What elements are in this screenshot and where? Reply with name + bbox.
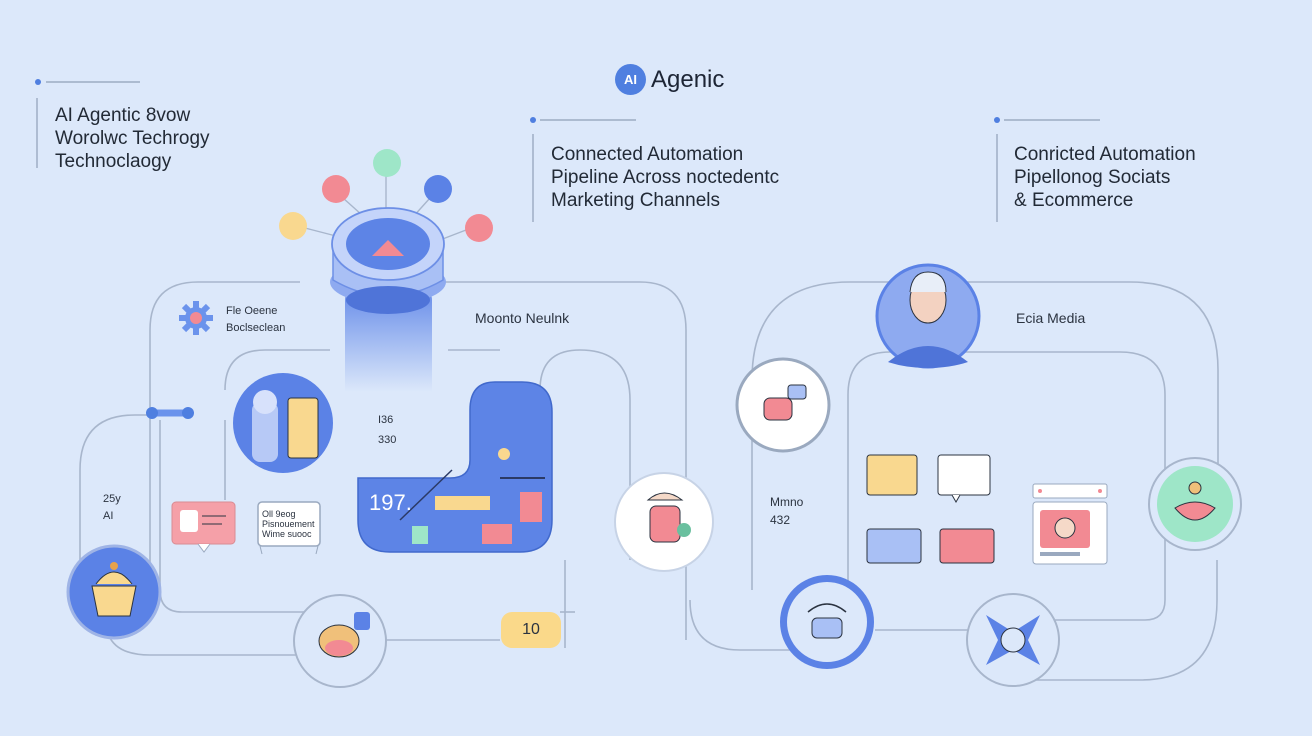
brand-name: Agenic [651, 66, 725, 93]
headline-left: AI Agentic 8vow Worolwc Techrogy Technoc… [55, 104, 210, 173]
headline-left-line-1: AI Agentic 8vow [55, 105, 191, 126]
funnel-stat-1: I36 [378, 414, 394, 426]
header-rule-left [35, 79, 140, 168]
channel-dots [279, 149, 493, 242]
social-media-label: Ecia Media [1016, 310, 1086, 326]
note-card [257, 501, 321, 555]
headline-center-line-3: Marketing Channels [551, 190, 720, 211]
note-card-line-3: Wime suooc [262, 529, 312, 539]
headline-right-line-1: Conricted Automation [1014, 144, 1196, 165]
gear-icon [179, 301, 213, 335]
left-stats: 25y AI [103, 491, 121, 525]
funnel-device [330, 207, 446, 392]
brand-logo-badge: AI [615, 64, 646, 95]
robot-avatar [233, 373, 333, 473]
gear-label-line-1: Fle Oeene [226, 305, 278, 317]
note-card-line-2: Pisnouement [262, 519, 315, 529]
headline-left-line-2: Worolwc Techrogy [55, 128, 210, 149]
teal-circle [1148, 457, 1242, 551]
headline-left-line-3: Technoclaogy [55, 151, 172, 172]
cup-circle [614, 472, 714, 572]
pink-message-card [171, 501, 236, 553]
left-stat-1: 25y [103, 493, 121, 505]
basket-circle [66, 544, 162, 640]
channel-cards [866, 454, 995, 564]
browser-window [1032, 483, 1108, 565]
process-board [357, 381, 553, 553]
headline-center: Connected Automation Pipeline Across noc… [551, 143, 779, 212]
handshake-circle [780, 575, 874, 669]
bowl-circle [293, 594, 387, 688]
mid-stat-1: Mmno [770, 495, 804, 509]
headline-right-line-2: Pipellonog Sociats [1014, 167, 1171, 188]
note-card-text: Oll 9eog Pisnouement Wime suooc [262, 509, 315, 539]
note-card-line-1: Oll 9eog [262, 509, 296, 519]
headline-right-line-3: & Ecommerce [1014, 190, 1134, 211]
mid-stat-2: 432 [770, 513, 791, 527]
left-stat-2: AI [103, 510, 114, 522]
value-pill: 10 [501, 612, 561, 648]
connector-lines [79, 281, 1219, 681]
header-rule-right [994, 117, 1100, 222]
monitor-label: Moonto Neulnk [475, 310, 570, 326]
pill-value: 10 [522, 621, 540, 638]
gear-label: Fle Oeene Boclseclean [226, 303, 285, 337]
headline-center-line-2: Pipeline Across noctedentc [551, 167, 780, 188]
connector-toggle [146, 407, 194, 419]
board-value: 197. [369, 490, 412, 515]
headline-right: Conricted Automation Pipellonog Sociats … [1014, 143, 1196, 212]
mid-stats: Mmno 432 [770, 493, 803, 529]
funnel-stat-2: 330 [378, 434, 397, 446]
chat-circle [735, 357, 831, 453]
person-avatar [875, 263, 981, 369]
gear-label-line-2: Boclseclean [226, 322, 286, 334]
compass-circle [966, 593, 1060, 687]
header-rule-center [530, 117, 636, 222]
funnel-stats: I36 330 [378, 410, 396, 450]
headline-center-line-1: Connected Automation [551, 144, 744, 165]
